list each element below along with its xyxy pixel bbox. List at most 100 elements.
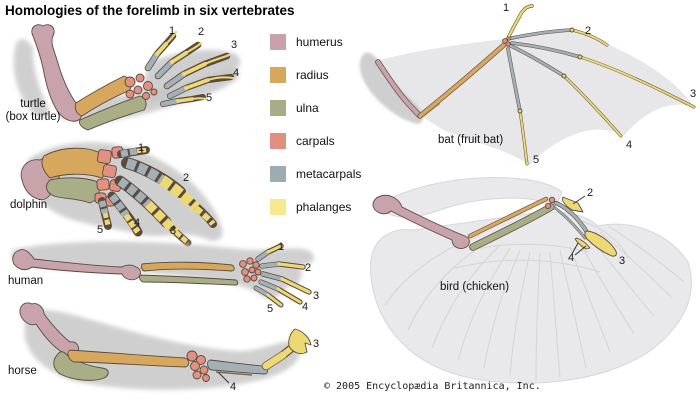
horse-digit-label: 3 [313,338,319,350]
bat-bones [375,4,696,166]
human-digit-label: 4 [302,301,308,313]
human-carpals [239,257,262,283]
turtle-digit-label: 3 [231,39,237,51]
dolphin-digit-label: 5 [97,224,103,236]
bird-radius [468,197,548,238]
dolphin-ulna [46,177,101,204]
bird-leader-line [572,195,586,205]
dolphin-digits [98,146,217,247]
dolphin-label: dolphin [10,199,47,211]
turtle-illustration: 1 2 3 4 5 turtle (box turtle) [6,24,241,131]
humerus-swatch [270,34,286,50]
legend-item-carpals: carpals [270,133,335,149]
carpals-swatch [270,133,286,149]
horse-cannon-bone [207,359,269,375]
horse-leader-line [217,371,230,384]
dolphin-digit-label: 3 [170,225,176,237]
human-digit-label: 3 [313,290,319,302]
turtle-digit-label: 2 [198,26,204,38]
bird-wing-top [376,177,563,218]
turtle-digit-label: 1 [169,25,175,37]
bird-wing-fan [369,211,692,384]
human-digit-label: 5 [267,303,273,315]
ulna-swatch [270,100,286,116]
dolphin-digit-label: 2 [183,172,189,184]
legend-label: phalanges [296,200,352,214]
bird-digit-label: 4 [568,252,574,264]
horse-label: horse [8,365,37,377]
phalanges-swatch [270,199,286,215]
legend-item-phalanges: phalanges [270,199,351,215]
legend-item-humerus: humerus [270,34,343,50]
bat-humerus [375,59,423,119]
dolphin-digit-label: 1 [138,142,144,154]
bird-carpals [544,196,556,210]
bird-leader-line [574,245,587,256]
bat-digit-label: 1 [503,2,509,14]
radius-swatch [270,67,286,83]
turtle-digits [144,30,235,107]
horse-digit-label: 4 [230,381,236,393]
dolphin-radius [41,147,107,179]
legend-label: metacarpals [296,167,362,181]
bat-digit3-phalanges [579,56,695,108]
bird-illustration: 2 3 4 bird (chicken) [369,177,692,384]
horse-phalanges [261,328,312,371]
turtle-ulna [79,95,147,131]
turtle-digit-label: 5 [206,92,212,104]
bat-wing-membrane [372,30,694,165]
horse-carpals [186,350,210,382]
human-digits [253,243,312,308]
human-radius [140,261,235,272]
legend-item-radius: radius [270,67,329,83]
dolphin-illustration: 1 2 3 4 5 dolphin [10,142,223,247]
human-illustration: 1 2 3 4 5 human [8,241,319,315]
bird-digit3 [584,230,617,257]
horse-splint-bone [215,371,253,376]
human-label: human [8,275,43,287]
legend-label: ulna [296,101,319,115]
horse-radius [67,349,190,368]
turtle-label: turtle [20,98,46,110]
bat-digit3-metacarpal [510,41,582,59]
bird-ulna [470,204,554,250]
turtle-carpals [124,73,158,100]
bird-carpometacarpus-lower [554,207,586,239]
horse-illustration: 3 4 horse [8,302,319,393]
bat-digit-label: 2 [585,25,591,37]
human-digit-label: 2 [305,262,311,274]
human-ulna [139,274,239,286]
bat-digit-label: 5 [533,154,539,166]
legend-item-metacarpals: metacarpals [270,166,361,182]
page-title: Homologies of the forelimb in six verteb… [5,3,295,18]
bat-digit2-metacarpal [510,28,574,40]
turtle-sublabel: (box turtle) [6,111,61,123]
bat-digit4-metacarpal [509,44,566,78]
bat-digit2-phalanges [571,29,608,46]
bat-digit4-phalanges [563,75,622,137]
human-humerus [12,249,141,281]
bat-illustration: 1 2 3 4 5 bat (fruit bat) [359,2,696,166]
bat-digit1 [507,4,534,38]
bird-digit2-alula [562,196,584,213]
bird-carpometacarpus [554,201,590,236]
bat-digit-label: 3 [690,88,696,100]
bird-feather-lines [384,219,685,381]
bat-digit5-phalanges [519,110,528,165]
legend-label: radius [296,68,329,82]
turtle-humerus [31,24,83,122]
bird-digit-label: 3 [619,255,625,267]
bat-digit5-metacarpal [506,47,522,113]
dolphin-digit-label: 4 [134,217,140,229]
turtle-digit-label: 4 [233,67,239,79]
bird-leader-line [571,242,579,255]
horse-ulna [53,351,109,381]
bat-radius [418,42,507,118]
metacarpals-swatch [270,166,286,182]
bird-humerus [372,194,470,249]
copyright-notice: © 2005 Encyclopædia Britannica, Inc. [324,381,541,392]
bird-label: bird (chicken) [440,281,509,293]
bird-digit4 [574,237,591,250]
